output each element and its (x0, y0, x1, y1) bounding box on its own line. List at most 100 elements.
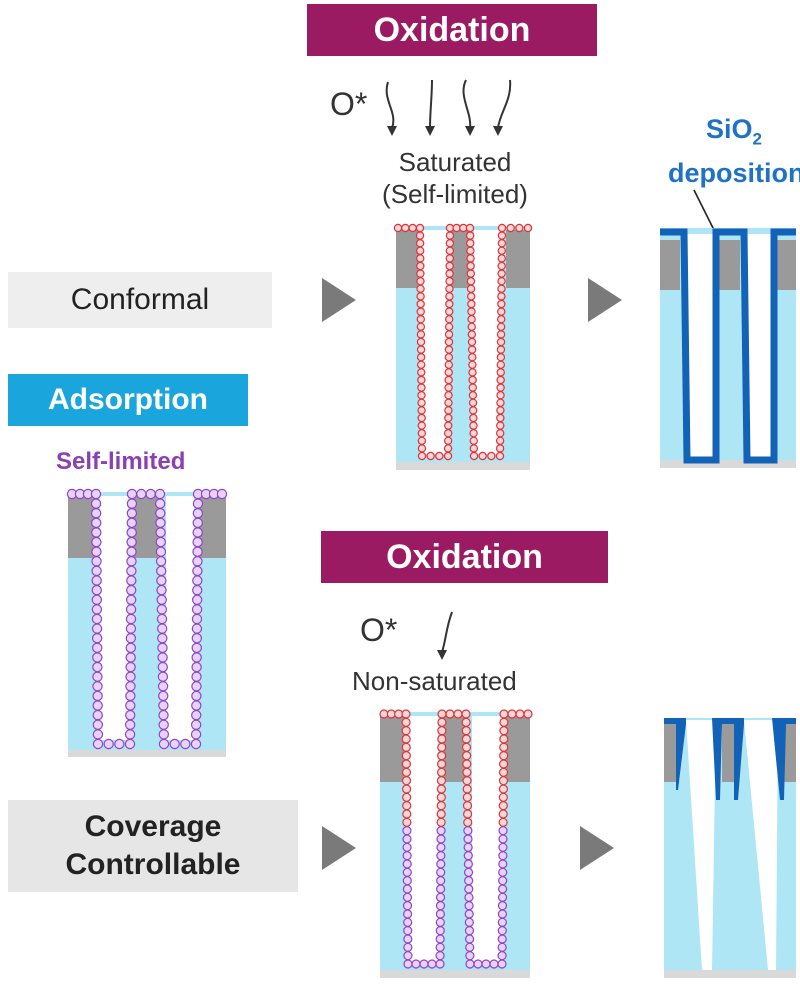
oxidized-molecule (496, 345, 506, 354)
molecule-partial (463, 851, 473, 861)
oxidized-molecule (523, 223, 533, 233)
precursor-molecule (192, 546, 203, 557)
precursor-molecule (91, 613, 103, 625)
oxidized-molecule (445, 277, 454, 286)
oxidized-molecule (466, 261, 475, 271)
precursor-molecule (124, 719, 136, 730)
oxidized-molecule (496, 413, 505, 423)
coverage-label-line1: Coverage (84, 810, 222, 843)
molecule-partial (435, 951, 445, 961)
molecule-partial (402, 876, 412, 886)
oxidized-molecule (496, 322, 506, 331)
precursor-molecule (92, 700, 103, 711)
oxidized-molecule (417, 391, 426, 400)
o-star-bottom: O* (360, 612, 398, 648)
oxidized-molecule (497, 246, 506, 255)
oxidized-molecule (444, 421, 453, 430)
precursor-molecule (91, 594, 103, 605)
molecule-partial (498, 867, 508, 877)
oxidized-molecule (445, 284, 454, 293)
oxidized-molecule (444, 322, 454, 331)
precursor-molecule (157, 652, 168, 663)
precursor-molecule (125, 652, 136, 663)
precursor-molecule (158, 738, 170, 750)
oxidized-molecule (496, 391, 505, 400)
precursor-molecule (191, 661, 202, 673)
molecule-partial (462, 792, 472, 802)
oxidized-molecule (416, 353, 426, 362)
molecule-partial (402, 809, 412, 819)
conformal-label-box: Conformal (8, 272, 272, 328)
precursor-molecule (192, 584, 203, 596)
precursor-molecule (114, 738, 125, 750)
molecule-partial (436, 834, 446, 844)
molecule-partial (401, 734, 411, 744)
oxidized-molecule (445, 307, 454, 316)
precursor-molecule (190, 738, 202, 750)
oxidized-molecule (416, 269, 425, 278)
oxidized-molecule (467, 330, 477, 339)
oxidized-molecule (497, 261, 506, 271)
oxidized-molecule (444, 353, 454, 362)
oxidized-molecule (417, 375, 426, 385)
oxidized-molecule (466, 284, 476, 293)
molecule-partial (402, 859, 412, 869)
molecule-partial (436, 884, 446, 894)
precursor-molecule (156, 623, 168, 634)
oxidized-molecule (416, 330, 426, 339)
molecule-partial (473, 959, 483, 969)
molecule-partial (497, 901, 508, 911)
molecule-partial (463, 842, 473, 852)
molecule-partial (462, 801, 473, 811)
oxidized-molecule (444, 375, 453, 385)
partial-sio2-structure (664, 718, 796, 978)
precursor-molecule (125, 623, 137, 634)
precursor-molecule (92, 642, 103, 654)
molecule-partial (481, 959, 491, 969)
oxidized-molecule (495, 451, 505, 461)
molecule-partial (497, 942, 507, 952)
precursor-molecule (192, 556, 203, 567)
molecule-partial (403, 934, 413, 944)
molecule-partial (498, 834, 508, 844)
oxidized-molecule (417, 436, 427, 445)
oxidized-molecule (496, 353, 506, 362)
molecule-partial (401, 709, 411, 719)
oxidized-molecule (497, 223, 507, 233)
precursor-molecule (191, 613, 203, 625)
molecule-partial (464, 901, 474, 911)
oxidized-molecule (487, 451, 496, 461)
molecule-partial (497, 934, 507, 944)
molecule-partial (401, 767, 412, 777)
precursor-molecule (125, 700, 136, 711)
molecule-partial (499, 709, 509, 719)
oxidized-molecule (497, 307, 506, 316)
sio2-deposition-label: SiO2 deposition (668, 112, 800, 190)
molecule-partial (436, 767, 447, 777)
molecule-partial (435, 926, 445, 936)
molecule-partial (462, 759, 472, 769)
oxidized-molecule (468, 383, 477, 392)
molecule-partial (403, 959, 413, 969)
precursor-molecule (169, 738, 180, 750)
oxidized-molecule (393, 223, 403, 233)
saturated-label: Saturated (Self-limited) (360, 146, 550, 210)
nonsaturated-trench-structure (379, 709, 533, 978)
oxidized-molecule (417, 360, 426, 369)
oxidized-molecule (445, 299, 454, 309)
oxidized-molecule (415, 238, 425, 248)
molecule-partial (465, 951, 475, 961)
molecule-partial (436, 801, 446, 811)
molecule-partial (436, 859, 446, 869)
molecule-partial (462, 776, 472, 786)
oxidized-molecule (415, 231, 425, 240)
oxidized-molecule (408, 223, 417, 233)
precursor-molecule (92, 652, 103, 663)
precursor-molecule (91, 584, 102, 596)
molecule-partial (464, 917, 474, 927)
oxidized-molecule (497, 299, 506, 309)
oxidized-molecule (465, 223, 475, 233)
molecule-partial (499, 726, 509, 736)
adsorption-label: Adsorption (48, 383, 208, 416)
precursor-molecule (91, 536, 102, 548)
